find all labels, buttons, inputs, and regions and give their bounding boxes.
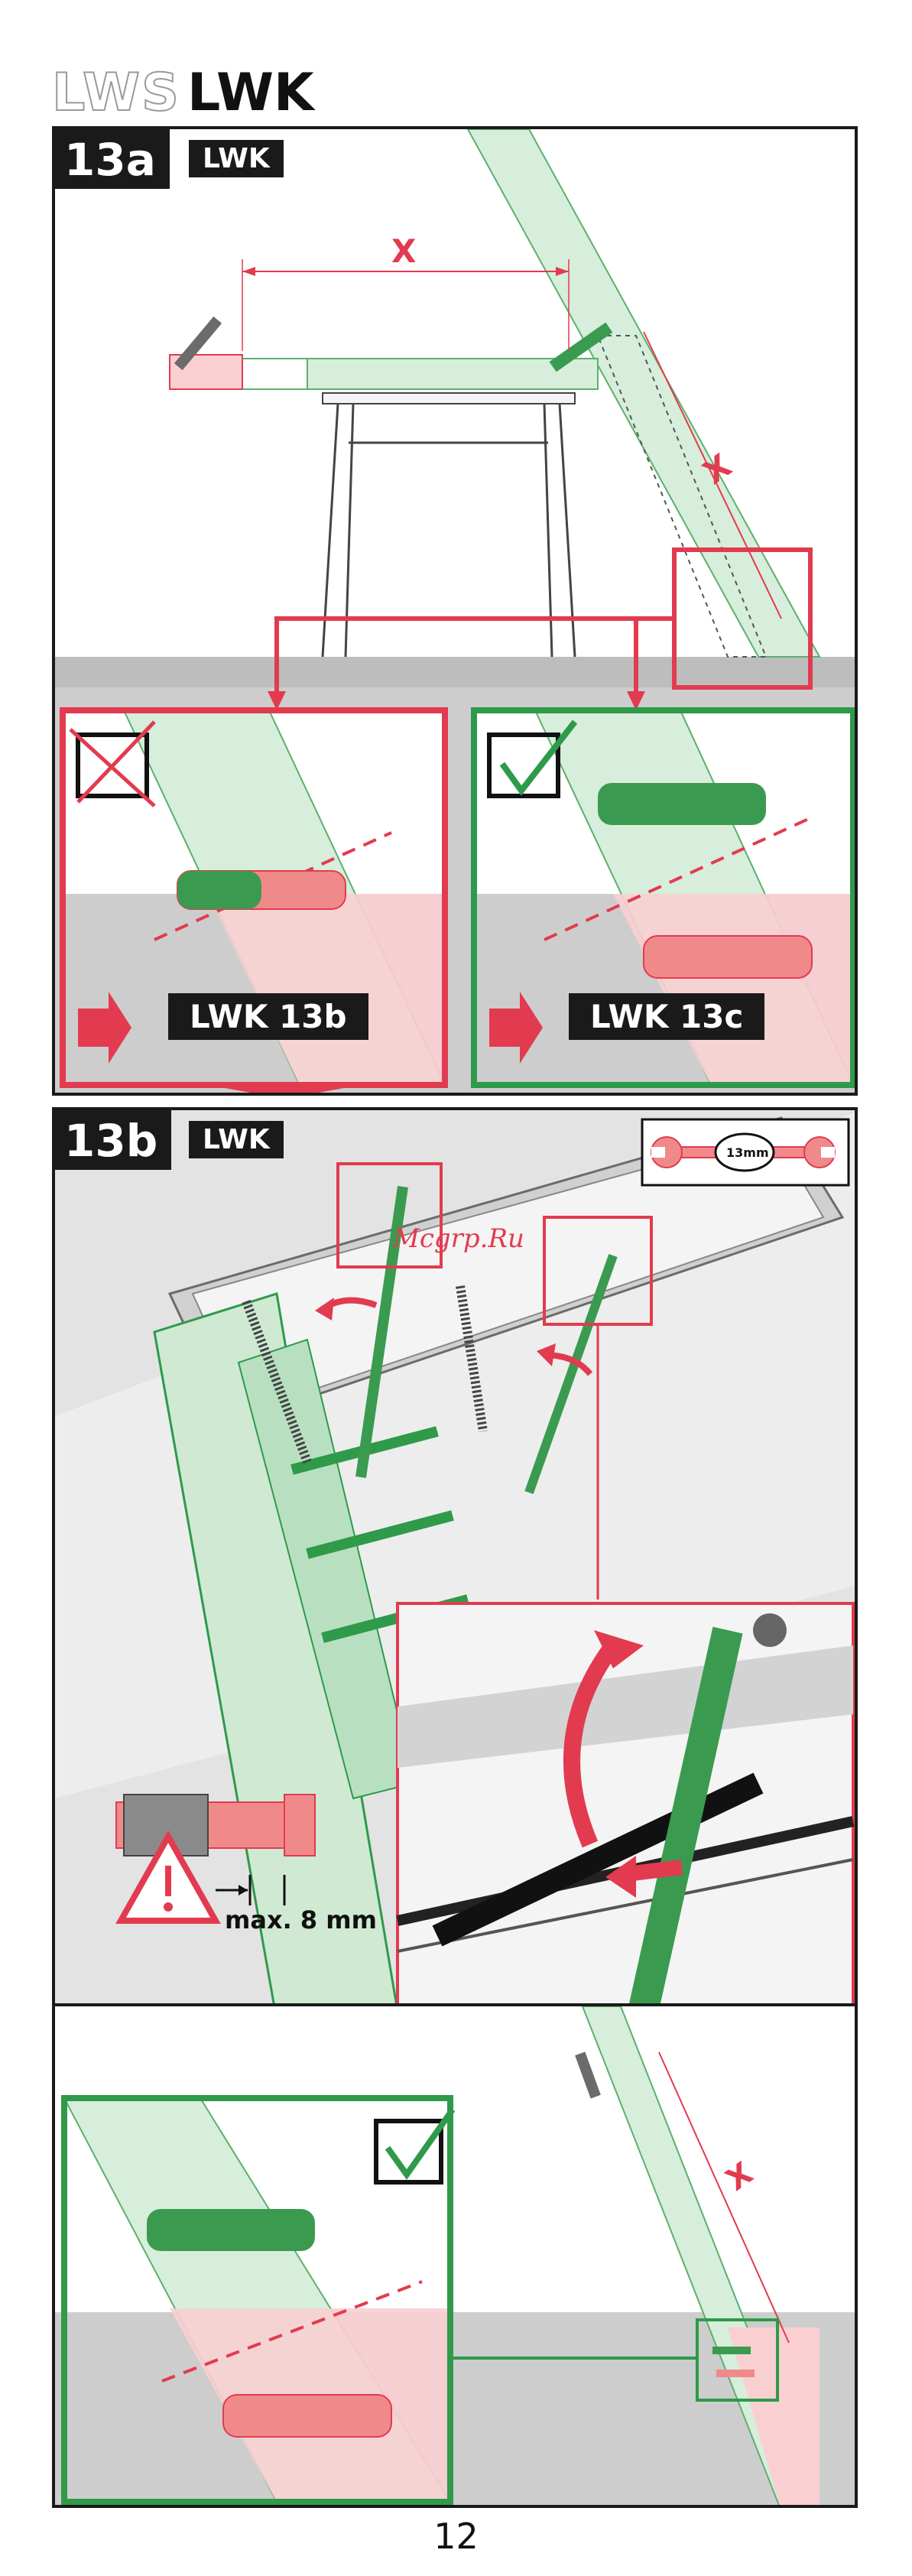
step-badge-lwk: LWK xyxy=(189,1121,284,1158)
reference-label-13b: LWK 13b xyxy=(168,993,368,1040)
max-gap-label: max. 8 mm xyxy=(225,1905,377,1934)
dimension-label-x-top: X xyxy=(391,232,416,270)
page-number: 12 xyxy=(0,2516,912,2557)
step-13b-panel: 13b LWK 13mm Mcgrp.Ru max. 8 mm xyxy=(52,1107,858,2017)
step-number-13a: 13a xyxy=(55,129,170,189)
hinge-arm xyxy=(575,2051,601,2098)
reference-label-13c: LWK 13c xyxy=(569,993,764,1040)
step-13c-illustration xyxy=(55,2006,858,2508)
header-lwk-label: LWK xyxy=(187,63,314,123)
watermark: Mcgrp.Ru xyxy=(393,1223,524,1254)
wrench-adjustment-detail xyxy=(398,1603,853,2009)
correct-position-detail xyxy=(64,2098,453,2502)
wrench-size-label: 13mm xyxy=(726,1145,769,1160)
step-13a-illustration xyxy=(55,129,858,1096)
step-13a-panel: 13a LWK X X LWK 13b LWK 13c xyxy=(52,126,858,1096)
step-number-13b: 13b xyxy=(55,1110,171,1170)
header-lws-label: LWS xyxy=(52,63,180,123)
step-badge-lwk: LWK xyxy=(189,140,284,177)
trestle-top xyxy=(323,393,575,404)
step-13c-panel: X xyxy=(52,2003,858,2508)
